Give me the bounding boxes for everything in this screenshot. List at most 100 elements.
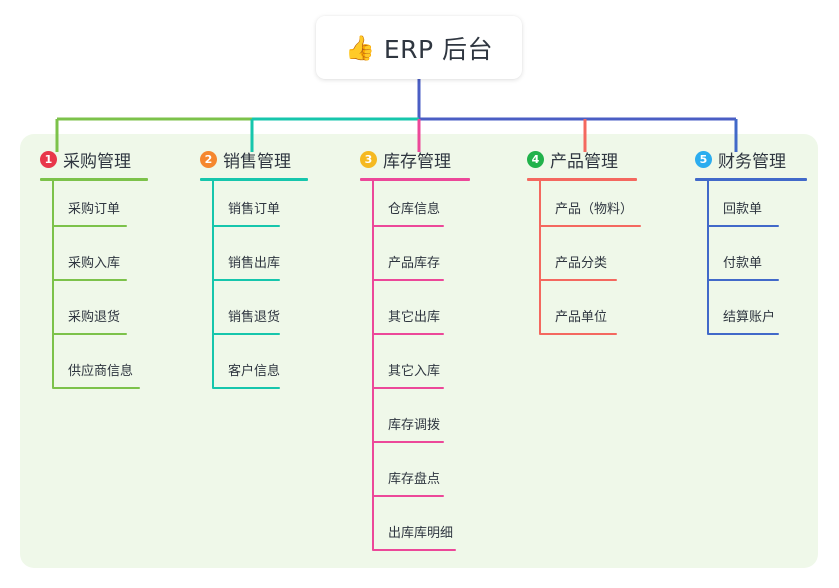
leaf-underline bbox=[212, 333, 280, 335]
branch-column-3: 3 库存管理仓库信息产品库存其它出库其它入库库存调拨库存盘点出库库明细 bbox=[360, 146, 470, 559]
leaf-node[interactable]: 产品（物料） bbox=[527, 181, 641, 235]
leaf-label: 采购入库 bbox=[68, 256, 121, 271]
branch-leaf-list: 销售订单销售出库销售退货客户信息 bbox=[200, 181, 308, 397]
leaf-label: 库存调拨 bbox=[388, 418, 441, 433]
leaf-node[interactable]: 产品单位 bbox=[527, 289, 637, 343]
branch-column-5: 5 财务管理回款单付款单结算账户 bbox=[695, 146, 807, 343]
branch-underline bbox=[695, 178, 807, 181]
branch-column-1: 1 采购管理采购订单采购入库采购退货供应商信息 bbox=[40, 146, 148, 397]
root-node-label: ERP 后台 bbox=[383, 34, 494, 64]
branch-spine bbox=[372, 181, 374, 550]
leaf-underline bbox=[52, 387, 140, 389]
leaf-node[interactable]: 产品分类 bbox=[527, 235, 637, 289]
branch-number-badge: 4 bbox=[527, 150, 544, 168]
leaf-node[interactable]: 销售订单 bbox=[200, 181, 308, 235]
branch-header-2[interactable]: 2 销售管理 bbox=[200, 146, 308, 172]
branch-leaf-list: 回款单付款单结算账户 bbox=[695, 181, 807, 343]
leaf-node[interactable]: 产品库存 bbox=[360, 235, 470, 289]
branch-title: 销售管理 bbox=[223, 151, 291, 172]
branch-header-1[interactable]: 1 采购管理 bbox=[40, 146, 148, 172]
leaf-label: 回款单 bbox=[723, 202, 763, 217]
leaf-node[interactable]: 销售出库 bbox=[200, 235, 308, 289]
leaf-label: 销售订单 bbox=[228, 202, 281, 217]
branch-leaf-list: 仓库信息产品库存其它出库其它入库库存调拨库存盘点出库库明细 bbox=[360, 181, 470, 559]
branch-leaf-list: 产品（物料） 产品分类产品单位 bbox=[527, 181, 641, 343]
leaf-label: 付款单 bbox=[723, 256, 763, 271]
branch-spine bbox=[212, 181, 214, 388]
leaf-node[interactable]: 采购入库 bbox=[40, 235, 148, 289]
branch-underline bbox=[527, 178, 637, 181]
leaf-label: 库存盘点 bbox=[388, 472, 441, 487]
leaf-label: 结算账户 bbox=[723, 310, 776, 325]
leaf-node[interactable]: 库存盘点 bbox=[360, 451, 470, 505]
leaf-underline bbox=[372, 495, 444, 497]
branch-number-badge: 5 bbox=[695, 150, 712, 168]
branch-number-badge: 3 bbox=[360, 150, 377, 168]
thumbs-up-icon: 👍 bbox=[344, 33, 375, 62]
leaf-label: 产品库存 bbox=[388, 256, 441, 271]
branch-title: 采购管理 bbox=[63, 151, 131, 172]
branch-spine bbox=[52, 181, 54, 388]
root-node-content: 👍 ERP 后台 bbox=[345, 30, 493, 66]
leaf-node[interactable]: 回款单 bbox=[695, 181, 807, 235]
leaf-underline bbox=[539, 279, 617, 281]
leaf-label: 销售出库 bbox=[228, 256, 281, 271]
branch-title: 财务管理 bbox=[718, 151, 786, 172]
branch-header-5[interactable]: 5 财务管理 bbox=[695, 146, 807, 172]
root-node-card[interactable]: 👍 ERP 后台 bbox=[316, 16, 522, 79]
leaf-label: 销售退货 bbox=[228, 310, 281, 325]
leaf-underline bbox=[372, 387, 444, 389]
leaf-label: 出库库明细 bbox=[388, 526, 454, 541]
leaf-node[interactable]: 供应商信息 bbox=[40, 343, 148, 397]
leaf-label: 供应商信息 bbox=[68, 364, 134, 379]
leaf-underline bbox=[52, 333, 127, 335]
leaf-node[interactable]: 其它出库 bbox=[360, 289, 470, 343]
leaf-underline bbox=[539, 333, 617, 335]
leaf-node[interactable]: 采购退货 bbox=[40, 289, 148, 343]
leaf-underline bbox=[707, 225, 779, 227]
leaf-label: 其它出库 bbox=[388, 310, 441, 325]
leaf-underline bbox=[52, 225, 127, 227]
leaf-underline bbox=[372, 549, 456, 551]
leaf-node[interactable]: 出库库明细 bbox=[360, 505, 470, 559]
branch-underline bbox=[40, 178, 148, 181]
leaf-label: 产品（物料） bbox=[555, 202, 634, 217]
leaf-label: 产品单位 bbox=[555, 310, 608, 325]
leaf-node[interactable]: 结算账户 bbox=[695, 289, 807, 343]
leaf-label: 客户信息 bbox=[228, 364, 281, 379]
leaf-node[interactable]: 其它入库 bbox=[360, 343, 470, 397]
leaf-label: 其它入库 bbox=[388, 364, 441, 379]
branch-number-badge: 1 bbox=[40, 150, 57, 168]
leaf-label: 采购订单 bbox=[68, 202, 121, 217]
leaf-underline bbox=[52, 279, 127, 281]
leaf-underline bbox=[372, 333, 444, 335]
branch-title: 库存管理 bbox=[383, 151, 451, 172]
branch-title: 产品管理 bbox=[550, 151, 618, 172]
leaf-underline bbox=[372, 441, 444, 443]
branch-header-4[interactable]: 4 产品管理 bbox=[527, 146, 637, 172]
leaf-node[interactable]: 客户信息 bbox=[200, 343, 308, 397]
leaf-underline bbox=[212, 279, 280, 281]
leaf-node[interactable]: 采购订单 bbox=[40, 181, 148, 235]
branch-spine bbox=[707, 181, 709, 334]
branch-number-badge: 2 bbox=[200, 150, 217, 168]
leaf-underline bbox=[372, 279, 444, 281]
leaf-label: 采购退货 bbox=[68, 310, 121, 325]
branch-column-4: 4 产品管理产品（物料） 产品分类产品单位 bbox=[527, 146, 641, 343]
leaf-underline bbox=[539, 225, 641, 227]
leaf-node[interactable]: 销售退货 bbox=[200, 289, 308, 343]
branch-header-3[interactable]: 3 库存管理 bbox=[360, 146, 470, 172]
leaf-node[interactable]: 库存调拨 bbox=[360, 397, 470, 451]
leaf-label: 产品分类 bbox=[555, 256, 608, 271]
branch-leaf-list: 采购订单采购入库采购退货供应商信息 bbox=[40, 181, 148, 397]
leaf-underline bbox=[372, 225, 444, 227]
branch-column-2: 2 销售管理销售订单销售出库销售退货客户信息 bbox=[200, 146, 308, 397]
branch-underline bbox=[360, 178, 470, 181]
branch-underline bbox=[200, 178, 308, 181]
leaf-node[interactable]: 付款单 bbox=[695, 235, 807, 289]
leaf-underline bbox=[707, 279, 779, 281]
branch-spine bbox=[539, 181, 541, 334]
leaf-node[interactable]: 仓库信息 bbox=[360, 181, 470, 235]
leaf-underline bbox=[707, 333, 779, 335]
